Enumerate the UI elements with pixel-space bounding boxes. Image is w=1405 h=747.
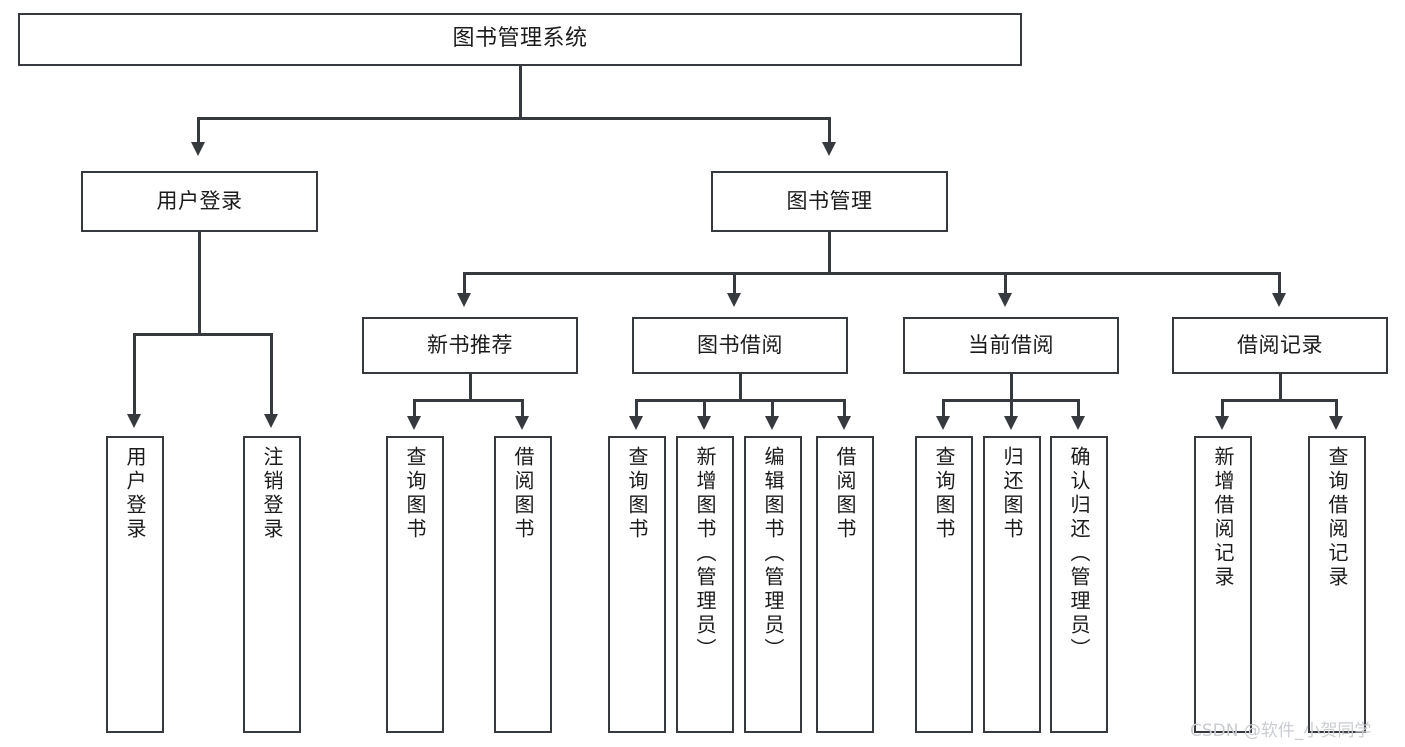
arrow-current-borrow-to-leaf-2 — [1004, 416, 1018, 430]
leaf-new-book-query[interactable]: 查询图书 — [386, 436, 444, 733]
node-label: 借阅图书 — [833, 446, 857, 542]
arrow-book-borrow-to-leaf-1 — [629, 416, 643, 430]
connector-borrow-record-to-leaf-2 — [1335, 399, 1338, 418]
connector-to-borrow-record — [1278, 272, 1281, 296]
node-book-management[interactable]: 图书管理 — [711, 171, 948, 232]
connector-borrow-record-bus — [1222, 399, 1338, 402]
leaf-borrow-record-add[interactable]: 新增借阅记录 — [1194, 436, 1252, 733]
connector-to-current-borrow — [1004, 272, 1007, 296]
leaf-current-borrow-return[interactable]: 归还图书 — [983, 436, 1041, 733]
leaf-book-borrow-edit[interactable]: 编辑图书（管理员） — [744, 436, 802, 733]
connector-root-stem — [519, 66, 522, 118]
connector-current-borrow-stem — [1010, 374, 1013, 400]
node-label: 注销登录 — [260, 446, 284, 542]
leaf-book-borrow-borrow[interactable]: 借阅图书 — [816, 436, 874, 733]
node-current-borrow[interactable]: 当前借阅 — [903, 317, 1119, 374]
node-user-login[interactable]: 用户登录 — [81, 171, 318, 232]
connector-borrow-record-stem — [1279, 374, 1282, 400]
connector-to-new-book — [463, 272, 466, 296]
node-label: 新增图书（管理员） — [693, 446, 717, 662]
connector-root-bus — [198, 117, 831, 120]
arrow-to-book-borrow — [727, 293, 741, 307]
connector-book-borrow-bus — [636, 399, 846, 402]
node-borrow-record[interactable]: 借阅记录 — [1172, 317, 1388, 374]
connector-root-to-book-mgmt — [828, 117, 831, 147]
connector-new-book-bus — [414, 399, 524, 402]
arrow-borrow-record-to-leaf-2 — [1329, 416, 1343, 430]
connector-book-borrow-to-leaf-2 — [703, 399, 706, 418]
connector-book-mgmt-stem — [828, 232, 831, 274]
node-label: 查询借阅记录 — [1325, 446, 1349, 590]
arrow-new-book-to-leaf-2 — [515, 416, 529, 430]
leaf-new-book-borrow[interactable]: 借阅图书 — [494, 436, 552, 733]
connector-user-login-stem — [198, 232, 201, 335]
connector-book-borrow-stem — [739, 374, 742, 400]
connector-new-book-to-leaf-2 — [521, 399, 524, 418]
arrow-book-borrow-to-leaf-4 — [837, 416, 851, 430]
node-label: 新增借阅记录 — [1211, 446, 1235, 590]
node-label: 确认归还（管理员） — [1067, 446, 1091, 662]
node-label: 借阅图书 — [511, 446, 535, 542]
leaf-user-login-logout[interactable]: 注销登录 — [243, 436, 301, 733]
node-label: 查询图书 — [932, 446, 956, 542]
node-label: 查询图书 — [625, 446, 649, 542]
connector-root-to-user-login — [197, 117, 200, 147]
connector-new-book-to-leaf-1 — [413, 399, 416, 418]
node-root-system[interactable]: 图书管理系统 — [18, 13, 1022, 66]
watermark-text: CSDN @软件_小贺同学 — [1190, 721, 1372, 741]
connector-book-borrow-to-leaf-3 — [771, 399, 774, 418]
node-label: 用户登录 — [123, 446, 147, 542]
connector-current-borrow-to-leaf-2 — [1010, 399, 1013, 418]
connector-book-borrow-to-leaf-1 — [635, 399, 638, 418]
connector-current-borrow-to-leaf-3 — [1077, 399, 1080, 418]
connector-book-borrow-to-leaf-4 — [843, 399, 846, 418]
node-new-book-recommend[interactable]: 新书推荐 — [362, 317, 578, 374]
node-label: 图书管理系统 — [452, 26, 588, 52]
node-label: 图书管理 — [786, 188, 873, 213]
leaf-current-borrow-query[interactable]: 查询图书 — [915, 436, 973, 733]
connector-current-borrow-to-leaf-1 — [942, 399, 945, 418]
node-label: 用户登录 — [156, 188, 243, 213]
arrow-current-borrow-to-leaf-3 — [1071, 416, 1085, 430]
arrow-new-book-to-leaf-1 — [407, 416, 421, 430]
arrow-book-borrow-to-leaf-2 — [697, 416, 711, 430]
leaf-book-borrow-add[interactable]: 新增图书（管理员） — [676, 436, 734, 733]
connector-user-login-to-leaf-1 — [133, 333, 136, 417]
arrow-book-borrow-to-leaf-3 — [765, 416, 779, 430]
arrow-root-to-user-login — [191, 142, 205, 156]
connector-new-book-stem — [469, 374, 472, 400]
arrow-borrow-record-to-leaf-1 — [1215, 416, 1229, 430]
connector-user-login-bus — [134, 333, 272, 336]
connector-user-login-to-leaf-2 — [270, 333, 273, 417]
arrow-to-borrow-record — [1272, 293, 1286, 307]
arrow-user-login-to-leaf-2 — [264, 414, 278, 428]
arrow-to-new-book — [457, 293, 471, 307]
arrow-current-borrow-to-leaf-1 — [936, 416, 950, 430]
node-label: 归还图书 — [1000, 446, 1024, 542]
connector-level3-bus — [464, 272, 1280, 275]
leaf-current-borrow-confirm[interactable]: 确认归还（管理员） — [1050, 436, 1108, 733]
arrow-root-to-book-mgmt — [822, 142, 836, 156]
node-label: 图书借阅 — [697, 332, 783, 357]
node-label: 查询图书 — [403, 446, 427, 542]
leaf-book-borrow-query[interactable]: 查询图书 — [608, 436, 666, 733]
node-label: 新书推荐 — [427, 332, 513, 357]
arrow-user-login-to-leaf-1 — [127, 414, 141, 428]
node-label: 编辑图书（管理员） — [761, 446, 785, 662]
arrow-to-current-borrow — [998, 293, 1012, 307]
node-book-borrow[interactable]: 图书借阅 — [632, 317, 848, 374]
leaf-user-login-login[interactable]: 用户登录 — [106, 436, 164, 733]
connector-borrow-record-to-leaf-1 — [1221, 399, 1224, 418]
node-label: 借阅记录 — [1237, 332, 1323, 357]
connector-to-book-borrow — [733, 272, 736, 296]
node-label: 当前借阅 — [968, 332, 1054, 357]
leaf-borrow-record-query[interactable]: 查询借阅记录 — [1308, 436, 1366, 733]
